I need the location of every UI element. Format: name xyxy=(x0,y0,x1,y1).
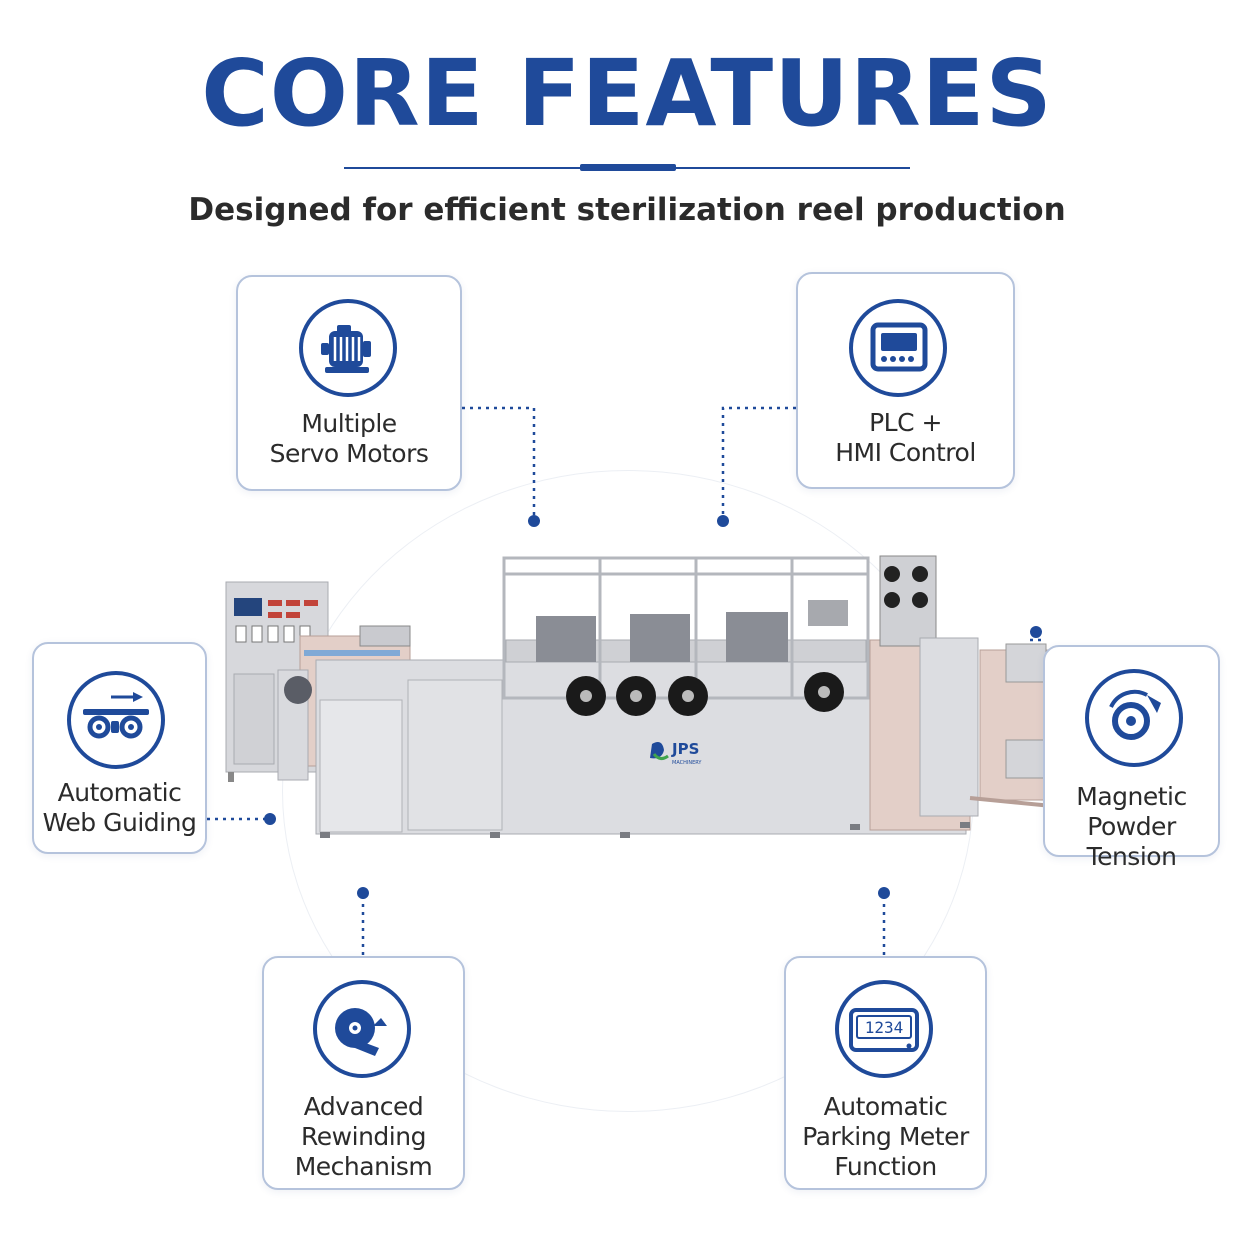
reel-making-machine: JPS MACHINERY xyxy=(225,555,1053,838)
connector-dot-servo xyxy=(528,515,540,527)
feature-label: Advanced Rewinding Mechanism xyxy=(294,1092,433,1181)
connector-dot-rewinding xyxy=(357,887,369,899)
connector-dot-web-guiding xyxy=(264,813,276,825)
connector-dot-meter xyxy=(878,887,890,899)
servo-motor-icon xyxy=(321,325,371,373)
feature-icon-badge: 1234 xyxy=(835,980,933,1078)
feature-card-web-guiding: Automatic Web Guiding xyxy=(32,642,207,854)
hmi-screen xyxy=(234,598,262,616)
feature-icon-badge xyxy=(1085,669,1183,767)
machine-brand: JPS xyxy=(671,740,699,758)
plc-hmi-panel-icon xyxy=(870,322,928,372)
feature-label: Magnetic Powder Tension xyxy=(1076,782,1187,871)
feature-icon-badge xyxy=(849,299,947,397)
connector-plc xyxy=(721,406,796,518)
feature-label: PLC + HMI Control xyxy=(835,408,976,467)
page-subtitle: Designed for efficient sterilization ree… xyxy=(188,192,1066,228)
page-title: CORE FEATURES xyxy=(201,40,1053,147)
feature-label: Automatic Parking Meter Function xyxy=(802,1092,969,1181)
connector-servo xyxy=(462,406,536,518)
output-section xyxy=(869,555,1053,831)
pressure-rollers xyxy=(566,672,844,716)
meter-display: 1234 xyxy=(865,1018,904,1037)
cabinet-door xyxy=(319,699,403,833)
title-divider-accent xyxy=(580,164,676,171)
feature-label: Multiple Servo Motors xyxy=(269,409,429,468)
cabinet-door xyxy=(407,679,503,831)
feature-card-plc-hmi: PLC + HMI Control xyxy=(796,272,1015,489)
feature-card-rewinding: Advanced Rewinding Mechanism xyxy=(262,956,465,1190)
connector-dot-plc xyxy=(717,515,729,527)
feature-icon-badge xyxy=(313,980,411,1078)
connector-dot-tension xyxy=(1030,626,1042,638)
web-guiding-rollers-icon xyxy=(83,692,149,739)
feature-card-servo-motors: Multiple Servo Motors xyxy=(236,275,462,491)
jps-logo: JPS MACHINERY xyxy=(650,740,702,766)
machine-brand-sub: MACHINERY xyxy=(672,760,702,766)
feature-label: Automatic Web Guiding xyxy=(42,778,197,837)
magnetic-powder-brake-icon xyxy=(1109,689,1161,740)
meter-counter-icon: 1234 xyxy=(849,1008,919,1052)
rewinding-reel-icon xyxy=(335,1008,387,1056)
sealing-units xyxy=(536,600,848,662)
feature-icon-badge xyxy=(67,671,165,769)
feature-icon-badge xyxy=(299,299,397,397)
feature-card-parking-meter: 1234 Automatic Parking Meter Function xyxy=(784,956,987,1190)
feature-card-magnetic-tension: Magnetic Powder Tension xyxy=(1043,645,1220,871)
